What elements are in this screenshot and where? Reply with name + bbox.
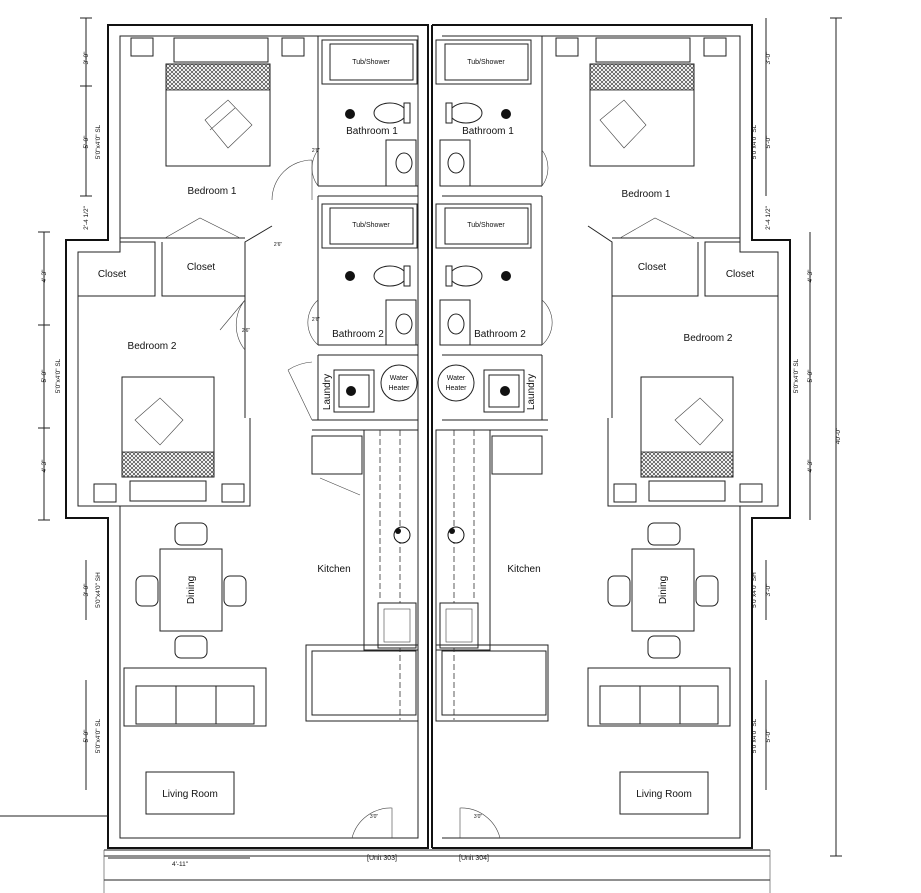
svg-text:5'0"x4'0" SL: 5'0"x4'0" SL (95, 124, 102, 159)
unit-303-label: [Unit 303] (367, 855, 397, 862)
svg-text:Closet: Closet (638, 262, 667, 273)
svg-text:4'-3": 4'-3" (807, 269, 814, 283)
bedroom-1-label: Bedroom 1 (188, 186, 237, 197)
svg-text:5'-0": 5'-0" (41, 369, 48, 383)
svg-text:4'-3": 4'-3" (41, 269, 48, 283)
svg-text:Dining: Dining (658, 576, 669, 604)
bedroom-2-label: Bedroom 2 (128, 341, 177, 352)
svg-text:2'6": 2'6" (242, 328, 251, 334)
exterior-wall-left (65, 24, 429, 849)
svg-text:5'-0": 5'-0" (765, 135, 772, 149)
svg-text:Tub/Shower: Tub/Shower (352, 222, 390, 229)
tub-shower-label: Tub/Shower (352, 59, 390, 66)
unit-304: Tub/Shower Bathroom 1 Tub/Shower Bathroo… (432, 17, 842, 862)
svg-text:5'-0": 5'-0" (807, 369, 814, 383)
svg-text:Tub/Shower: Tub/Shower (467, 222, 505, 229)
svg-text:Closet: Closet (726, 269, 755, 280)
unit-303: Tub/Shower Bathroom 1 2'6" Tub/Shower Ba… (0, 17, 429, 868)
svg-text:40'-0": 40'-0" (835, 427, 842, 444)
svg-text:Water: Water (447, 375, 466, 382)
svg-text:2'-4 1/2": 2'-4 1/2" (765, 205, 772, 229)
svg-text:2'6": 2'6" (312, 148, 321, 154)
nightstand (130, 37, 154, 57)
kitchen-label: Kitchen (317, 564, 350, 575)
svg-text:5'0"x4'0" SL: 5'0"x4'0" SL (55, 358, 62, 393)
svg-text:4'-3": 4'-3" (807, 459, 814, 473)
svg-text:5'0"x4'0" SL: 5'0"x4'0" SL (793, 358, 800, 393)
svg-text:3'-0": 3'-0" (765, 51, 772, 65)
nightstand (281, 37, 305, 57)
fan-icon (345, 271, 355, 281)
svg-text:5'0"x4'0" SH: 5'0"x4'0" SH (95, 572, 102, 608)
living-room-box (145, 771, 235, 815)
dining-label: Dining (186, 576, 197, 604)
svg-text:5'0"x4'0" SL: 5'0"x4'0" SL (95, 718, 102, 753)
living-room-label: Living Room (162, 789, 218, 800)
svg-text:3'0": 3'0" (474, 814, 483, 820)
range (377, 602, 417, 649)
svg-text:Bedroom 1: Bedroom 1 (622, 189, 671, 200)
svg-text:5'-0": 5'-0" (83, 135, 90, 149)
bathroom-1-label: Bathroom 1 (346, 126, 398, 137)
svg-text:2'6": 2'6" (312, 317, 321, 323)
svg-text:4'-11": 4'-11" (172, 861, 189, 868)
laundry-label: Laundry (322, 374, 333, 410)
svg-text:3'0": 3'0" (370, 814, 379, 820)
toilet (373, 102, 407, 124)
svg-text:5'-0": 5'-0" (83, 729, 90, 743)
svg-text:3'-0": 3'-0" (83, 583, 90, 597)
svg-text:Laundry: Laundry (526, 374, 537, 410)
svg-text:Heater: Heater (445, 385, 467, 392)
fan-icon (345, 109, 355, 119)
svg-text:5'0"x4'0" SL: 5'0"x4'0" SL (751, 718, 758, 753)
svg-text:2'6": 2'6" (274, 242, 283, 248)
tub-shower-2 (329, 207, 414, 245)
svg-text:Tub/Shower: Tub/Shower (467, 59, 505, 66)
svg-text:5'0"x4'0" SH: 5'0"x4'0" SH (751, 572, 758, 608)
tub-shower-1 (329, 43, 414, 81)
svg-text:Water: Water (390, 375, 409, 382)
water-heater (380, 364, 418, 402)
svg-text:3'-0": 3'-0" (765, 583, 772, 597)
unit-304-label: [Unit 304] (459, 855, 489, 862)
headboard (173, 37, 269, 63)
bathroom-2-label: Bathroom 2 (332, 329, 384, 340)
svg-text:Bedroom 2: Bedroom 2 (684, 333, 733, 344)
svg-text:Kitchen: Kitchen (507, 564, 540, 575)
svg-text:3'-0": 3'-0" (83, 51, 90, 65)
svg-text:Heater: Heater (388, 385, 410, 392)
svg-text:5'0"x4'0" SL: 5'0"x4'0" SL (751, 124, 758, 159)
svg-text:2'-4 1/2": 2'-4 1/2" (83, 205, 90, 229)
closet-label: Closet (98, 269, 127, 280)
svg-text:4'-3": 4'-3" (41, 459, 48, 473)
dining-table (159, 548, 223, 632)
svg-text:Bathroom 2: Bathroom 2 (474, 329, 526, 340)
svg-text:Living Room: Living Room (636, 789, 692, 800)
svg-text:5'-0": 5'-0" (765, 729, 772, 743)
closet-label: Closet (187, 262, 216, 273)
svg-text:Bathroom 1: Bathroom 1 (462, 126, 514, 137)
